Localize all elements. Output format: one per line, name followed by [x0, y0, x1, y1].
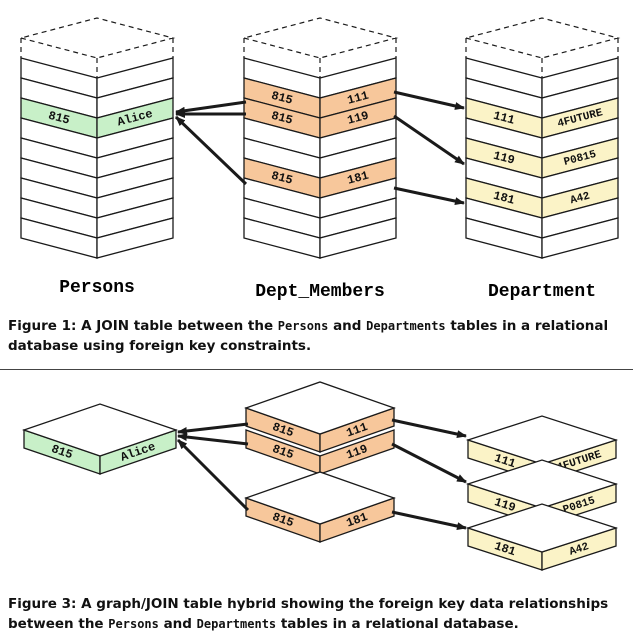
- empty-row: [243, 217, 397, 259]
- row-value-label: A42: [568, 541, 591, 559]
- arrow-member-to-department: [393, 90, 465, 110]
- persons-node: [21, 403, 179, 475]
- table-dept-members: 815 111 815 119 815 181: [241, 17, 399, 259]
- empty-top-row: [241, 17, 399, 78]
- section-divider: [0, 369, 633, 370]
- row-value-label: 111: [346, 89, 370, 108]
- row-value-label: 181: [346, 169, 370, 188]
- dept-member-node: [244, 471, 396, 543]
- dept-member-node: [244, 381, 396, 453]
- row-key-label: 815: [270, 169, 294, 188]
- row-value-label: A42: [569, 191, 591, 208]
- arrow-member-to-department: [391, 510, 467, 531]
- empty-row: [465, 217, 619, 259]
- row-key-label: 815: [270, 442, 295, 462]
- row-value-label: 111: [345, 420, 370, 440]
- row-key-label: 181: [493, 539, 518, 559]
- row-value-label: 181: [345, 510, 370, 530]
- arrow-member-to-person: [175, 100, 247, 115]
- empty-top-row: [463, 17, 621, 78]
- arrow-member-to-person: [176, 438, 250, 512]
- arrow-member-to-department: [393, 114, 465, 166]
- figure-3-caption: Figure 3: A graph/JOIN table hybrid show…: [8, 596, 609, 632]
- figure-1-caption: Figure 1: A JOIN table between the Perso…: [8, 318, 609, 354]
- table-row: [243, 157, 397, 199]
- row-key-label: 815: [270, 89, 294, 108]
- department-table-label: Department: [488, 282, 596, 302]
- persons-table-label: Persons: [59, 278, 135, 298]
- row-key-label: 815: [270, 109, 294, 128]
- row-key-label: 815: [270, 420, 295, 440]
- row-key-label: 119: [492, 149, 516, 168]
- empty-row: [243, 57, 397, 99]
- empty-top-row: [18, 17, 176, 78]
- department-node: [465, 503, 619, 571]
- empty-row: [465, 77, 619, 119]
- arrow-member-to-person: [174, 115, 248, 186]
- arrow-member-to-person: [177, 433, 249, 446]
- dept-members-table-label: Dept_Members: [255, 282, 385, 302]
- arrow-member-to-department: [391, 418, 467, 439]
- row-key-label: 815: [47, 109, 71, 128]
- row-value-label: 119: [345, 442, 370, 462]
- row-key-label: 111: [492, 109, 516, 128]
- row-key-label: 119: [493, 495, 518, 515]
- row-key-label: 815: [270, 510, 295, 530]
- row-key-label: 111: [493, 451, 518, 471]
- arrow-member-to-department: [391, 442, 467, 484]
- empty-row: [20, 217, 174, 259]
- row-value-label: 119: [346, 109, 370, 128]
- arrow-member-to-department: [393, 186, 465, 206]
- table-row: [20, 97, 174, 139]
- row-key-label: 181: [492, 189, 516, 208]
- department-node: [465, 415, 619, 483]
- row-key-label: 815: [49, 442, 74, 462]
- arrow-member-to-person: [177, 422, 249, 435]
